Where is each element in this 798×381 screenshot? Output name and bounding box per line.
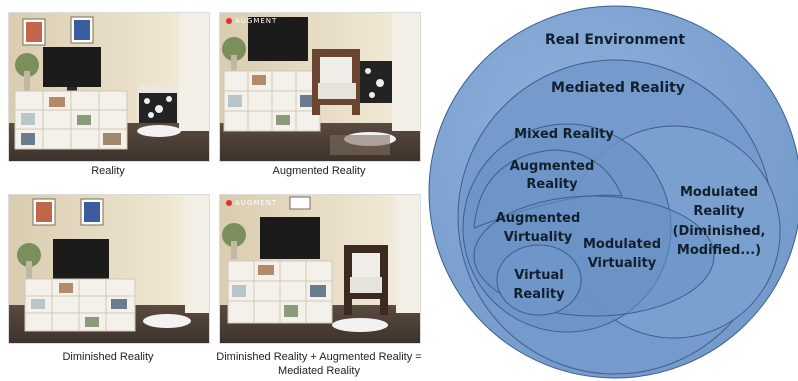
virtual-reality-circle <box>496 244 582 316</box>
label-modulated-reality-1: Modulated <box>680 185 758 200</box>
label-modulated-reality-3: (Diminished, <box>673 224 766 239</box>
label-modulated-virtuality-1: Modulated <box>583 237 661 252</box>
label-virtual-reality-1: Virtual <box>514 268 563 283</box>
caption-reality: Reality <box>91 165 125 177</box>
photo-reality <box>8 12 210 162</box>
label-mixed-reality: Mixed Reality <box>514 127 614 142</box>
label-augmented-virtuality-1: Augmented <box>496 211 581 226</box>
record-dot-icon <box>226 18 232 24</box>
photo-augmented-reality: AUGMENT <box>219 12 421 162</box>
record-dot-icon <box>226 200 232 206</box>
label-augmented-reality-2: Reality <box>526 177 578 192</box>
augment-tag: AUGMENT <box>226 199 277 207</box>
photo-diminished-reality <box>8 194 210 344</box>
label-augmented-reality-1: Augmented <box>510 159 595 174</box>
caption-mediated-reality: Diminished Reality + Augmented Reality =… <box>212 350 426 378</box>
caption-augmented-reality: Augmented Reality <box>272 165 366 177</box>
label-modulated-reality-4: Modified...) <box>677 243 761 258</box>
label-virtual-reality-2: Reality <box>513 287 565 302</box>
reality-venn-diagram: Real Environment Mediated Reality Mixed … <box>428 5 798 379</box>
augment-tag-label: AUGMENT <box>235 17 278 25</box>
augment-tag-label: AUGMENT <box>235 199 278 207</box>
label-modulated-reality-2: Reality <box>693 204 745 219</box>
label-modulated-virtuality-2: Virtuality <box>588 256 657 271</box>
caption-mediated-line1: Diminished Reality + Augmented Reality = <box>216 351 422 363</box>
label-mediated-reality: Mediated Reality <box>551 80 685 96</box>
label-real-environment: Real Environment <box>545 32 685 48</box>
augment-tag: AUGMENT <box>226 17 277 25</box>
photo-mediated-reality: AUGMENT <box>219 194 421 344</box>
caption-diminished-reality: Diminished Reality <box>62 351 154 363</box>
label-augmented-virtuality-2: Virtuality <box>504 230 573 245</box>
caption-mediated-line2: Mediated Reality <box>278 365 360 377</box>
